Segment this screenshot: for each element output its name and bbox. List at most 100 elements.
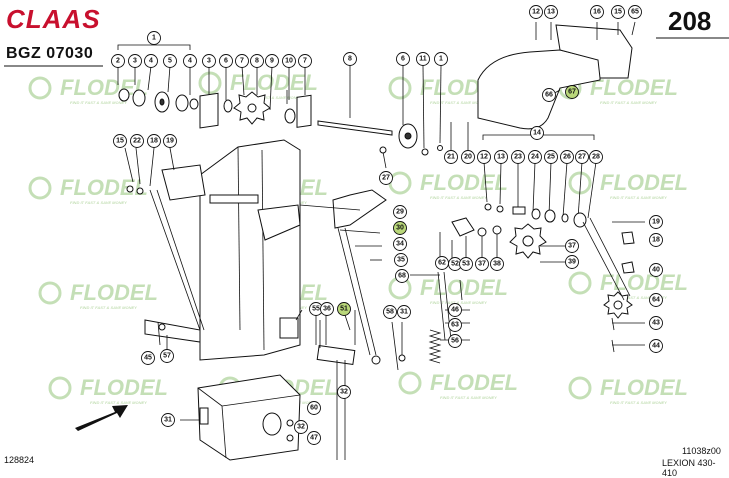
callout-label: 67 bbox=[568, 89, 576, 96]
callout-5: 5 bbox=[163, 54, 177, 68]
callout-circle bbox=[141, 351, 155, 365]
callout-36: 36 bbox=[320, 302, 334, 316]
callout-circle bbox=[565, 255, 579, 269]
watermark-tagline: FIND IT FAST & SAVE MONEY bbox=[430, 100, 487, 105]
callout-16: 16 bbox=[590, 5, 604, 19]
callout-37: 37 bbox=[565, 239, 579, 253]
callout-label: 30 bbox=[396, 225, 404, 232]
callout-39: 39 bbox=[565, 255, 579, 269]
callout-label: 51 bbox=[340, 306, 348, 313]
callout-43: 43 bbox=[649, 316, 663, 330]
callout-1: 1 bbox=[434, 52, 448, 66]
watermark-tagline: FIND IT FAST & SAVE MONEY bbox=[600, 100, 657, 105]
watermark-tagline: FIND IT FAST & SAVE MONEY bbox=[430, 300, 487, 305]
callout-circle bbox=[128, 54, 142, 68]
callout-20: 20 bbox=[461, 150, 475, 164]
callout-label: 63 bbox=[451, 322, 459, 329]
callout-1: 1 bbox=[147, 31, 161, 45]
callout-circle bbox=[379, 171, 393, 185]
callout-circle bbox=[565, 239, 579, 253]
callout-label: 4 bbox=[188, 58, 192, 65]
callout-circle bbox=[628, 5, 642, 19]
main-housing bbox=[124, 139, 301, 361]
callout-label: 14 bbox=[533, 130, 541, 137]
watermark-group: FLODEL FLODEL FLODEL FLODEL FLODEL FLODE… bbox=[28, 70, 688, 405]
callout-label: 6 bbox=[224, 58, 228, 65]
callout-circle bbox=[565, 85, 579, 99]
callout-label: 1 bbox=[152, 35, 156, 42]
watermark-text: FLODEL bbox=[600, 270, 688, 295]
watermark-tagline: FIND IT FAST & SAVE MONEY bbox=[90, 400, 147, 405]
callout-circle bbox=[530, 126, 544, 140]
callout-circle bbox=[448, 303, 462, 317]
callout-circle bbox=[298, 54, 312, 68]
callout-25: 25 bbox=[544, 150, 558, 164]
callout-37: 37 bbox=[475, 257, 489, 271]
watermark-tagline: FIND IT FAST & SAVE MONEY bbox=[80, 305, 137, 310]
callout-circle bbox=[590, 5, 604, 19]
callout-label: 40 bbox=[652, 267, 660, 274]
callout-circle bbox=[130, 134, 144, 148]
callout-circle bbox=[161, 413, 175, 427]
callout-circle bbox=[160, 349, 174, 363]
callout-18: 18 bbox=[147, 134, 161, 148]
callout-circle bbox=[649, 215, 663, 229]
direction-arrow-icon bbox=[75, 405, 128, 431]
callout-circle bbox=[477, 150, 491, 164]
callout-label: 6 bbox=[401, 56, 405, 63]
callout-51: 51 bbox=[337, 302, 351, 316]
callout-circle bbox=[490, 257, 504, 271]
callout-label: 8 bbox=[255, 58, 259, 65]
callout-13: 13 bbox=[544, 5, 558, 19]
right-drive-assembly bbox=[482, 128, 645, 353]
callout-label: 65 bbox=[631, 9, 639, 16]
callout-label: 57 bbox=[163, 353, 171, 360]
callout-label: 55 bbox=[312, 306, 320, 313]
callout-circle bbox=[494, 150, 508, 164]
callout-label: 46 bbox=[451, 307, 459, 314]
callout-27: 27 bbox=[379, 171, 393, 185]
callout-label: 53 bbox=[462, 261, 470, 268]
lower-housing bbox=[197, 374, 301, 461]
watermark-tagline: FIND IT FAST & SAVE MONEY bbox=[440, 395, 497, 400]
callout-35: 35 bbox=[394, 253, 408, 267]
callout-22: 22 bbox=[130, 134, 144, 148]
callout-circle bbox=[649, 233, 663, 247]
callout-2: 2 bbox=[111, 54, 125, 68]
callout-label: 28 bbox=[592, 154, 600, 161]
callout-19: 19 bbox=[163, 134, 177, 148]
tension-assembly bbox=[410, 217, 502, 364]
callout-label: 20 bbox=[464, 154, 472, 161]
callout-label: 35 bbox=[397, 257, 405, 264]
callout-44: 44 bbox=[649, 339, 663, 353]
watermark-logo: FLODEL FLODEL FLODEL FLODEL FLODEL FLODE… bbox=[60, 70, 688, 400]
callout-66: 66 bbox=[542, 88, 556, 102]
callout-circle bbox=[649, 263, 663, 277]
callout-60: 60 bbox=[307, 401, 321, 415]
callout-circle bbox=[235, 54, 249, 68]
watermark-tagline: FIND IT FAST & SAVE MONEY bbox=[70, 200, 127, 205]
callout-32: 32 bbox=[337, 385, 351, 399]
callout-label: 2 bbox=[116, 58, 120, 65]
callout-8: 8 bbox=[343, 52, 357, 66]
callout-circle bbox=[448, 334, 462, 348]
callout-6: 6 bbox=[396, 52, 410, 66]
callout-circle bbox=[307, 401, 321, 415]
diagram-code: BGZ 07030 bbox=[6, 45, 94, 62]
callout-label: 18 bbox=[150, 138, 158, 145]
brand-logo: CLAAS bbox=[6, 4, 101, 34]
cylinder-part bbox=[316, 310, 356, 460]
callout-label: 12 bbox=[480, 154, 488, 161]
callout-label: 23 bbox=[514, 154, 522, 161]
callout-label: 4 bbox=[149, 58, 153, 65]
callout-46: 46 bbox=[448, 303, 462, 317]
callout-14: 14 bbox=[530, 126, 544, 140]
callout-label: 32 bbox=[340, 389, 348, 396]
callout-circle bbox=[394, 253, 408, 267]
callout-38: 38 bbox=[490, 257, 504, 271]
watermark-text: FLODEL bbox=[420, 170, 508, 195]
chain-guard bbox=[477, 21, 636, 130]
callout-15: 15 bbox=[611, 5, 625, 19]
callout-circle bbox=[393, 221, 407, 235]
